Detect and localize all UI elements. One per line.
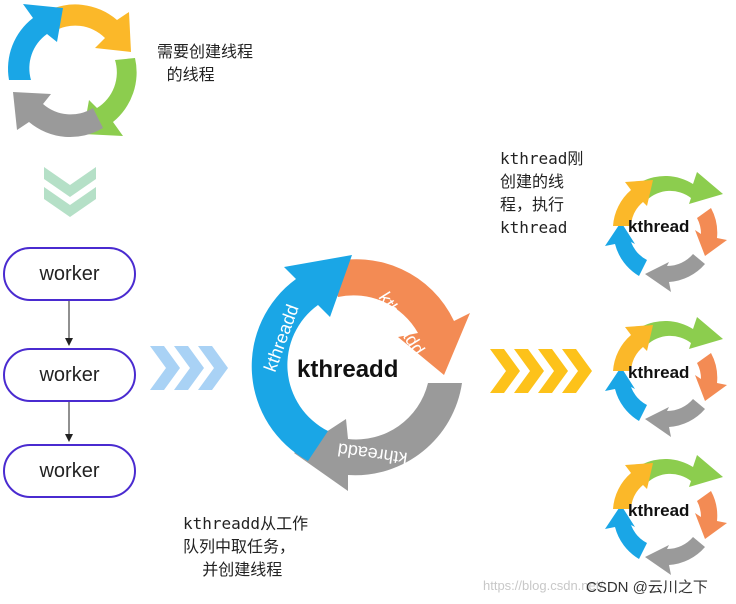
worker-box-2: worker <box>3 348 136 402</box>
kthreadd-label: kthreadd <box>297 356 399 383</box>
watermark-faint: https://blog.csdn.net/ <box>483 578 603 593</box>
top-cycle-icon <box>8 4 137 138</box>
right-chevrons-yellow-icon <box>490 349 592 393</box>
kthreadd-takes-note: kthreadd从工作 队列中取任务， 并创建线程 <box>183 514 309 579</box>
kthread-cycle-icon-2 <box>605 317 727 437</box>
kthread-cycle-icon-3 <box>605 455 727 575</box>
kthread-cycle-icon-1 <box>605 172 727 292</box>
down-chevrons-icon <box>44 167 96 217</box>
kthread-label-3: kthread <box>628 501 690 520</box>
worker-box-3: worker <box>3 444 136 498</box>
worker-box-1: worker <box>3 247 136 301</box>
kthreadd-cycle-icon: kthreadd kthreadd kthreadd <box>251 255 470 491</box>
kthread-label-2: kthread <box>628 363 690 382</box>
watermark-credit: CSDN @云川之下 <box>586 579 708 596</box>
kthread-label-1: kthread <box>628 217 690 236</box>
right-chevrons-blue-icon <box>150 346 228 390</box>
need-thread-note: 需要创建线程 的线程 <box>157 42 254 84</box>
kthread-created-note: kthread刚 创建的线 程，执行 kthread <box>500 149 584 237</box>
